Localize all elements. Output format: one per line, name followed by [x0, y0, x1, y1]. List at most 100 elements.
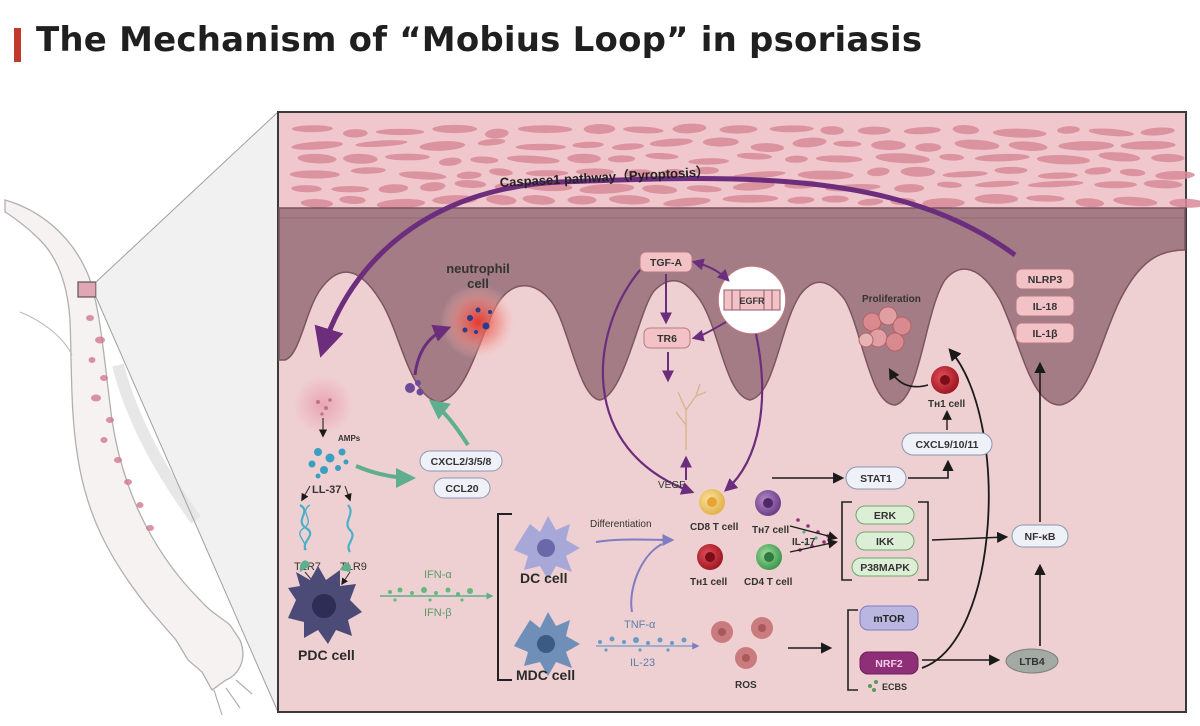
- rna-strand-icon: [346, 504, 354, 553]
- keratin-flake: [954, 139, 1000, 150]
- keratin-flake: [289, 170, 340, 179]
- keratin-flake: [1036, 155, 1091, 165]
- keratin-flake: [579, 183, 635, 194]
- th7-cell: [755, 490, 781, 516]
- keratin-flake: [572, 141, 604, 149]
- cd8-label: CD8 T cell: [690, 522, 739, 533]
- svg-text:LTB4: LTB4: [1019, 656, 1045, 668]
- keratin-flake: [1098, 152, 1141, 162]
- dc-mdc-bracket: [497, 513, 512, 681]
- page-title: The Mechanism of “Mobius Loop” in psoria…: [36, 20, 923, 60]
- keratin-flake: [942, 171, 988, 178]
- keratin-flake: [515, 143, 566, 151]
- egfr-receptor: EGFR: [717, 265, 787, 335]
- cxcl-2-3-5-8-box: CXCL2/3/5/8: [419, 450, 503, 472]
- keratin-flake: [291, 141, 343, 150]
- keratin-flake: [350, 167, 386, 174]
- neutrophil-label-1: neutrophil: [446, 261, 510, 276]
- zoom-wedge: [96, 112, 278, 712]
- keratin-flake: [525, 170, 569, 177]
- ifn-particle-stream: [388, 587, 473, 602]
- zoom-region-marker: [77, 281, 97, 298]
- th7-label: Tʜ7 cell: [752, 525, 789, 536]
- keratin-flake: [1058, 141, 1114, 151]
- keratin-flake: [583, 124, 616, 134]
- granule-dots: [405, 380, 424, 396]
- keratin-flake: [291, 125, 333, 133]
- keratin-flake: [672, 123, 707, 134]
- svg-text:TGF-A: TGF-A: [650, 257, 682, 269]
- keratin-flake: [611, 143, 644, 151]
- keratin-flake: [900, 166, 936, 177]
- keratin-flake: [1094, 181, 1137, 189]
- keratin-flake: [1057, 126, 1080, 134]
- keratin-flake: [456, 171, 482, 180]
- svg-text:NRF2: NRF2: [875, 658, 903, 670]
- svg-text:TR6: TR6: [657, 333, 677, 345]
- keratin-flake: [607, 155, 636, 163]
- arrow-to-neutrophil: [413, 324, 452, 376]
- keratin-flake: [1084, 167, 1112, 175]
- keratin-flake: [992, 128, 1047, 138]
- keratin-flake: [522, 195, 556, 205]
- ecbs-icon: [868, 680, 878, 692]
- nerve-fiber: [675, 383, 707, 450]
- mtor-bracket: [847, 609, 858, 691]
- proliferating-cells: [858, 306, 912, 352]
- ifn-alpha-label: IFN-α: [424, 569, 452, 581]
- keratin-flake: [952, 125, 980, 135]
- keratin-flake: [1140, 127, 1175, 136]
- arrow-tgfa-to-cd8: [601, 269, 695, 495]
- svg-text:IL-1β: IL-1β: [1032, 328, 1058, 340]
- tr6-box: TR6: [643, 327, 691, 349]
- arrow-egfr-to-cd8: [724, 333, 764, 492]
- mapk-bracket: [841, 501, 852, 581]
- skin-panel: [277, 111, 1200, 713]
- keratin-flake: [663, 197, 711, 207]
- arrow-mdc-up: [630, 543, 663, 613]
- keratin-flake: [1038, 172, 1078, 179]
- keratin-flake: [1027, 180, 1084, 188]
- svg-text:IKK: IKK: [876, 536, 895, 548]
- title-accent-bar: [14, 28, 21, 62]
- nrf2-box: NRF2: [859, 651, 919, 675]
- keratin-flake: [1008, 141, 1048, 151]
- amp-glow: [293, 375, 353, 435]
- th1-cell-lower: [697, 544, 723, 570]
- keratin-flake: [420, 182, 446, 192]
- keratin-flake: [331, 185, 369, 193]
- mdc-label: MDC cell: [516, 667, 575, 683]
- keratin-flake: [922, 198, 965, 208]
- keratin-flake: [623, 126, 664, 134]
- arrow-to-proliferation: [921, 348, 990, 669]
- cxcl9-box: CXCL9/10/11: [901, 432, 993, 456]
- keratin-flake: [894, 184, 925, 193]
- arrow-differentiation: [595, 533, 675, 546]
- keratin-flake: [419, 141, 466, 151]
- erk-box: ERK: [855, 505, 915, 525]
- keratin-flake: [688, 158, 730, 165]
- stat1-box: STAT1: [845, 466, 907, 490]
- keratin-flake: [642, 184, 678, 194]
- keratin-flake: [797, 170, 854, 180]
- keratin-flake: [297, 153, 337, 164]
- svg-text:STAT1: STAT1: [860, 473, 892, 485]
- th1-lower-label: Tʜ1 cell: [690, 577, 727, 588]
- keratin-flake: [575, 168, 615, 176]
- keratin-flake: [871, 140, 906, 151]
- keratin-flake: [769, 125, 814, 133]
- keratin-flake: [974, 153, 1030, 162]
- ltb4-box: LTB4: [1005, 648, 1059, 674]
- dna-helix-icon: [299, 504, 312, 551]
- keratin-flake: [693, 166, 720, 175]
- il23-label: IL-23: [630, 657, 655, 669]
- keratin-flake: [686, 185, 722, 193]
- neutrophil-cell: [462, 307, 492, 334]
- svg-text:NLRP3: NLRP3: [1028, 274, 1063, 286]
- ros-label: ROS: [735, 680, 757, 691]
- keratin-flake: [339, 195, 366, 205]
- keratin-flake: [1119, 168, 1146, 177]
- keratin-flake: [649, 138, 693, 147]
- keratin-flake: [567, 153, 601, 164]
